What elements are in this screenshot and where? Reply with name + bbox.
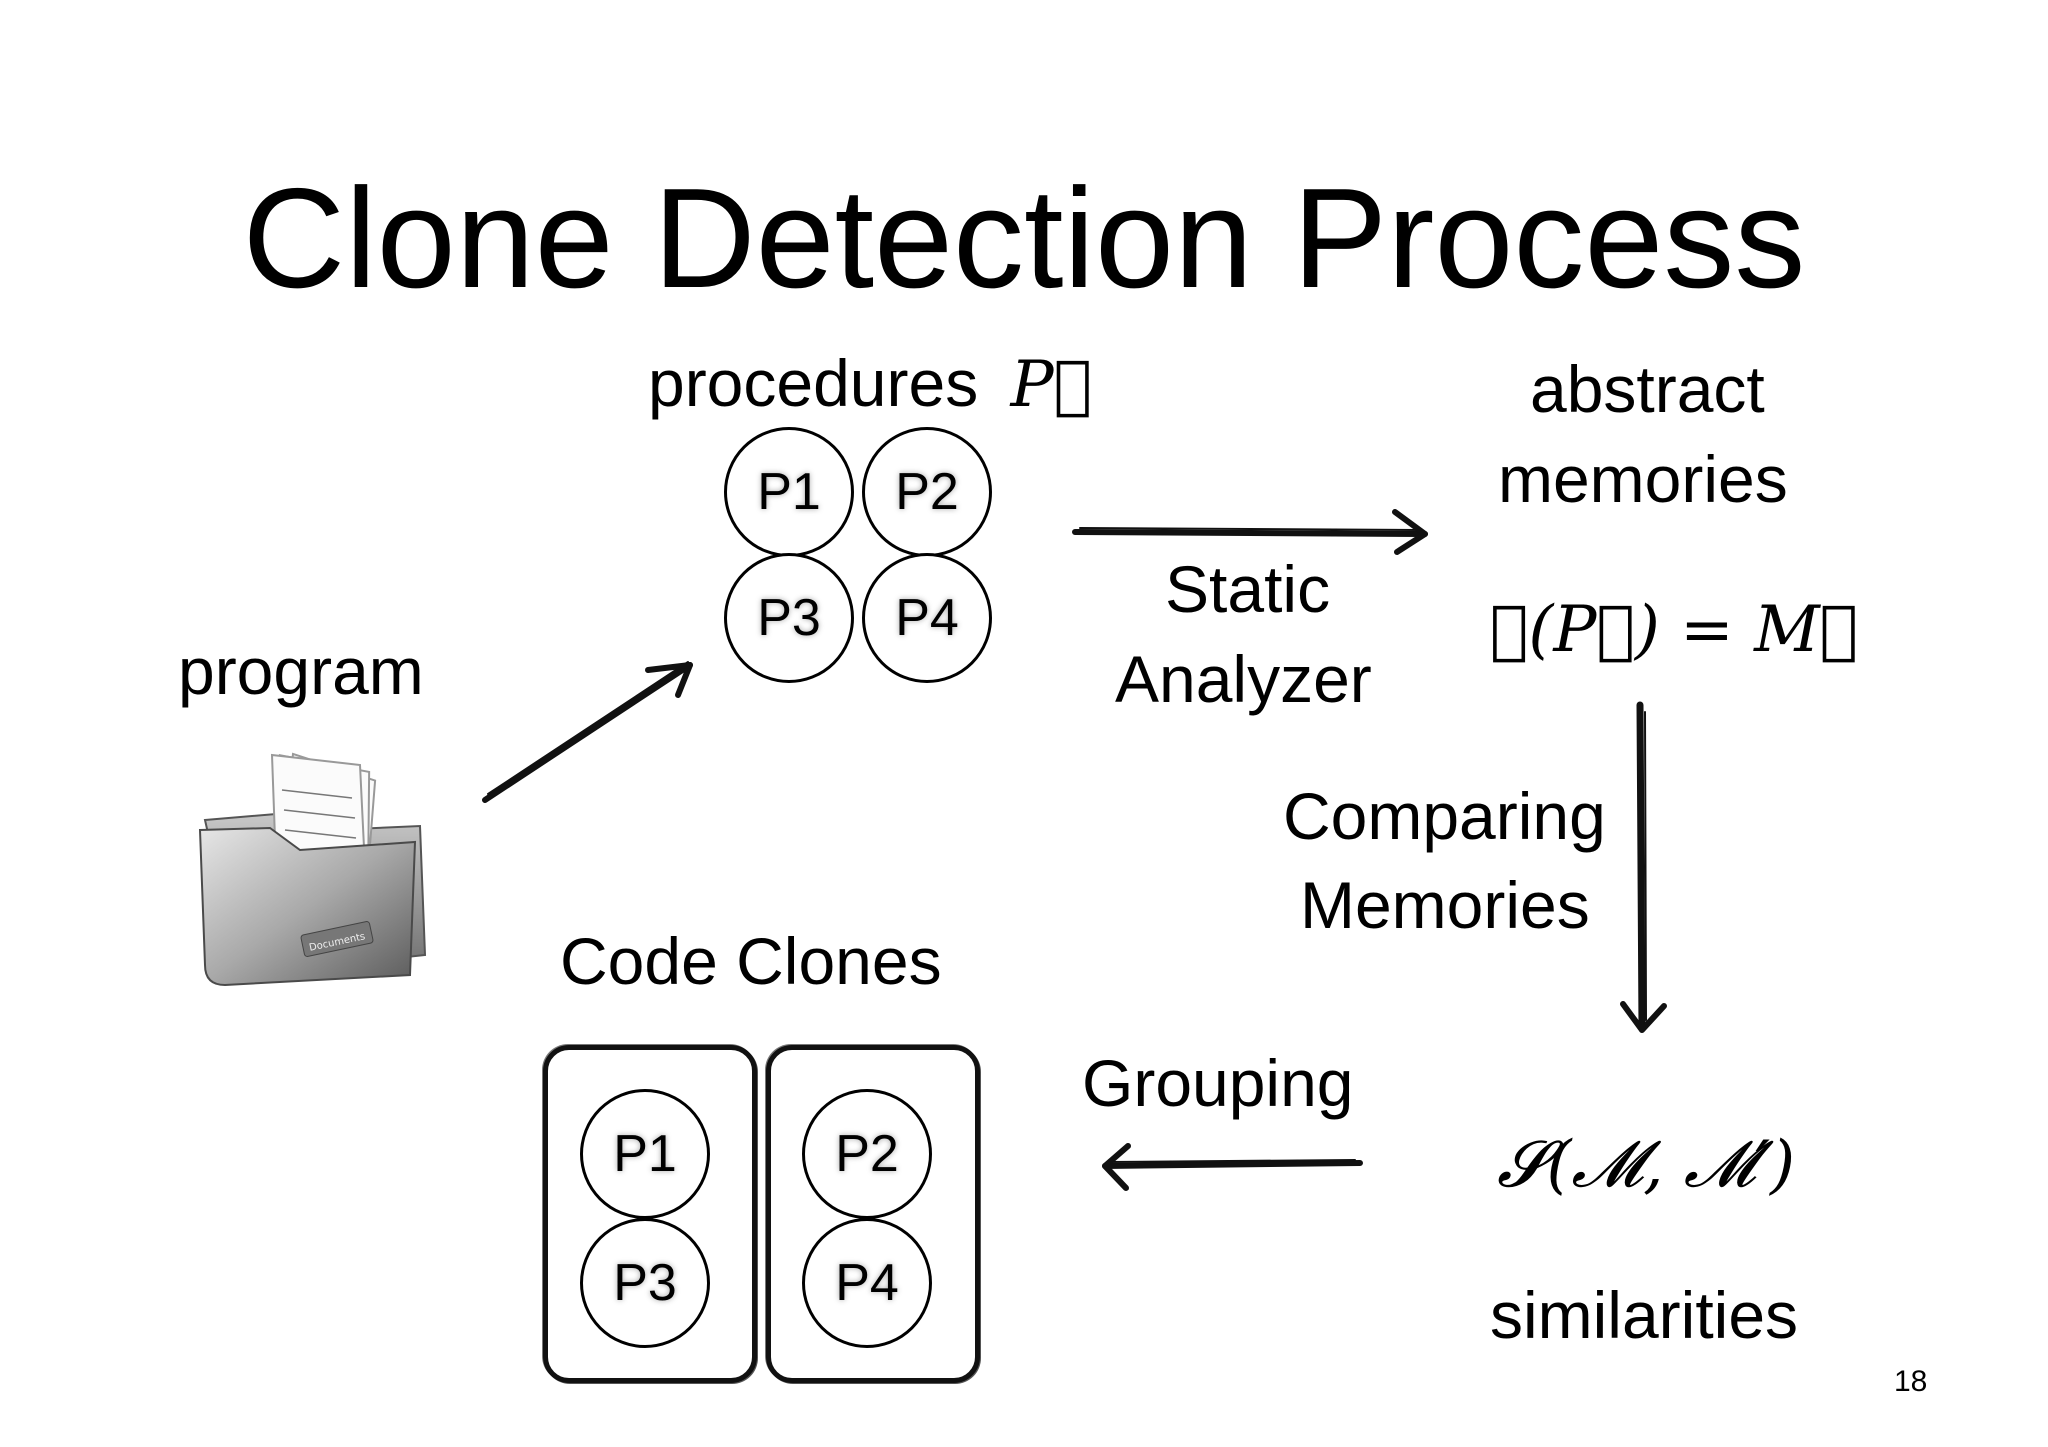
comparing-memories-line2: Memories	[1300, 868, 1590, 942]
arrow-comparing-memories	[1620, 701, 1667, 1033]
procedures-vector-symbol: P⃗	[1010, 348, 1093, 422]
slide-title: Clone Detection Process	[242, 159, 1806, 318]
program-label: program	[178, 634, 424, 708]
code-clones-label: Code Clones	[560, 924, 942, 998]
abstract-memories-formula: 𝓕(P⃗) = M⃗	[1490, 593, 1859, 667]
abstract-memories-line1: abstract	[1530, 352, 1765, 426]
clone-circle: P2	[802, 1089, 932, 1219]
procedures-label-text: procedures	[648, 346, 979, 420]
clone-circle: P4	[802, 1218, 932, 1348]
grouping-label: Grouping	[1082, 1046, 1354, 1120]
page-number: 18	[1894, 1365, 1928, 1398]
procedures-label: procedures P⃗	[648, 350, 1092, 417]
similarities-formula: 𝓢(𝓜, 𝓜′)	[1497, 1128, 1796, 1202]
clone-circle: P1	[580, 1089, 710, 1219]
arrow-static-analyzer	[1072, 509, 1428, 555]
arrow-grouping	[1102, 1143, 1363, 1191]
static-analyzer-line2: Analyzer	[1115, 642, 1372, 716]
procedure-circle: P1	[724, 427, 854, 557]
abstract-memories-line2: memories	[1498, 442, 1788, 516]
procedure-circle: P3	[724, 553, 854, 683]
procedure-circle: P2	[862, 427, 992, 557]
procedure-circle: P4	[862, 553, 992, 683]
similarities-label: similarities	[1490, 1278, 1799, 1352]
static-analyzer-line1: Static	[1165, 552, 1331, 626]
comparing-memories-line1: Comparing	[1283, 779, 1606, 853]
arrow-program-to-procedures	[482, 661, 693, 803]
clone-circle: P3	[580, 1218, 710, 1348]
